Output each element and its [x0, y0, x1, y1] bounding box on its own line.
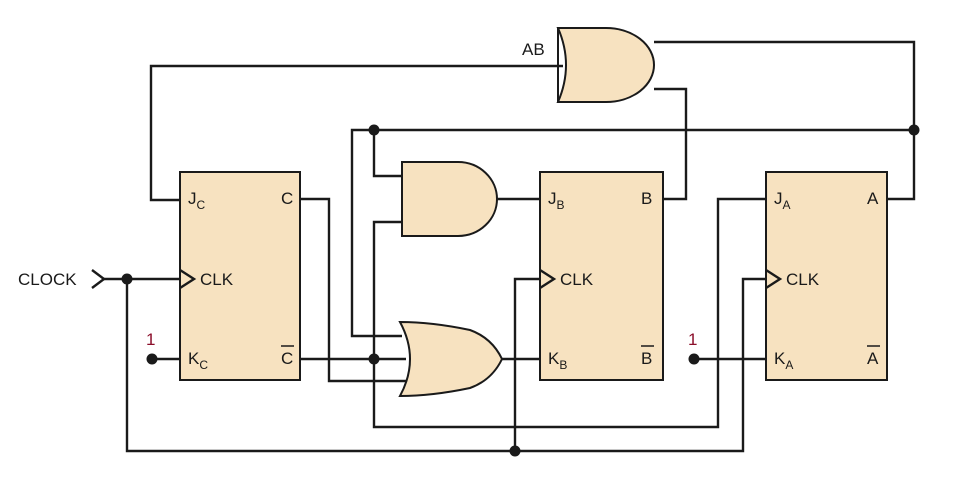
flip-flop-a: JA A CLK KA A	[765, 171, 888, 381]
wire-a-to-and-top	[654, 40, 916, 201]
flip-flop-c: JC C CLK KC C	[179, 171, 301, 381]
clk-label-c: CLK	[200, 270, 234, 289]
clock-label: CLOCK	[18, 270, 77, 289]
kb-label: KB	[548, 349, 567, 372]
logic-one-label-a: 1	[688, 330, 697, 349]
and-gate-top-label: AB	[522, 40, 545, 59]
wire-a-bus	[350, 128, 914, 338]
b-output-label: B	[641, 189, 652, 208]
flip-flop-b: JB B CLK KB B	[539, 171, 664, 381]
junction-dot	[368, 124, 380, 136]
junction-dot	[368, 353, 380, 365]
junctions	[121, 124, 920, 457]
wires	[104, 40, 916, 453]
or-gate	[398, 320, 504, 398]
ja-label: JA	[774, 189, 791, 212]
a-output-label: A	[867, 189, 879, 208]
ka-label: KA	[774, 349, 793, 372]
junction-dot	[908, 124, 920, 136]
clk-triangle-c	[179, 268, 197, 290]
bbar-output-label: B	[641, 349, 652, 368]
c-output-label: C	[281, 189, 293, 208]
clk-triangle-a	[765, 268, 783, 290]
jc-label: JC	[188, 189, 206, 212]
wire-cbar-to-and-mid	[372, 220, 402, 359]
logic-one-dot	[688, 353, 700, 365]
gates	[398, 27, 655, 398]
abar-output-label: A	[867, 349, 879, 368]
wire-cbar-loop	[372, 197, 766, 429]
and-gate-top	[556, 27, 655, 103]
clk-triangle-b	[539, 268, 557, 290]
wire-ab-to-jc	[149, 64, 563, 202]
clk-label-b: CLK	[560, 270, 594, 289]
flip-flop-c-box	[179, 171, 301, 381]
kc-label: KC	[188, 349, 208, 372]
junction-dot	[509, 445, 521, 457]
jb-label: JB	[548, 189, 565, 212]
cbar-output-label: C	[281, 349, 293, 368]
logic-one-label-c: 1	[146, 330, 155, 349]
wire-c-output	[300, 197, 406, 383]
wire-clock-to-clkb	[513, 277, 540, 451]
clock-input-arrow	[91, 269, 106, 289]
wire-b-to-and-top	[654, 87, 688, 201]
clk-label-a: CLK	[786, 270, 820, 289]
wire-a-to-and-mid	[372, 130, 402, 178]
logic-one-dot	[146, 353, 158, 365]
flip-flop-a-box	[765, 171, 888, 381]
and-gate-middle	[401, 161, 498, 237]
junction-dot	[121, 273, 133, 285]
wire-clock-bus	[125, 277, 766, 453]
